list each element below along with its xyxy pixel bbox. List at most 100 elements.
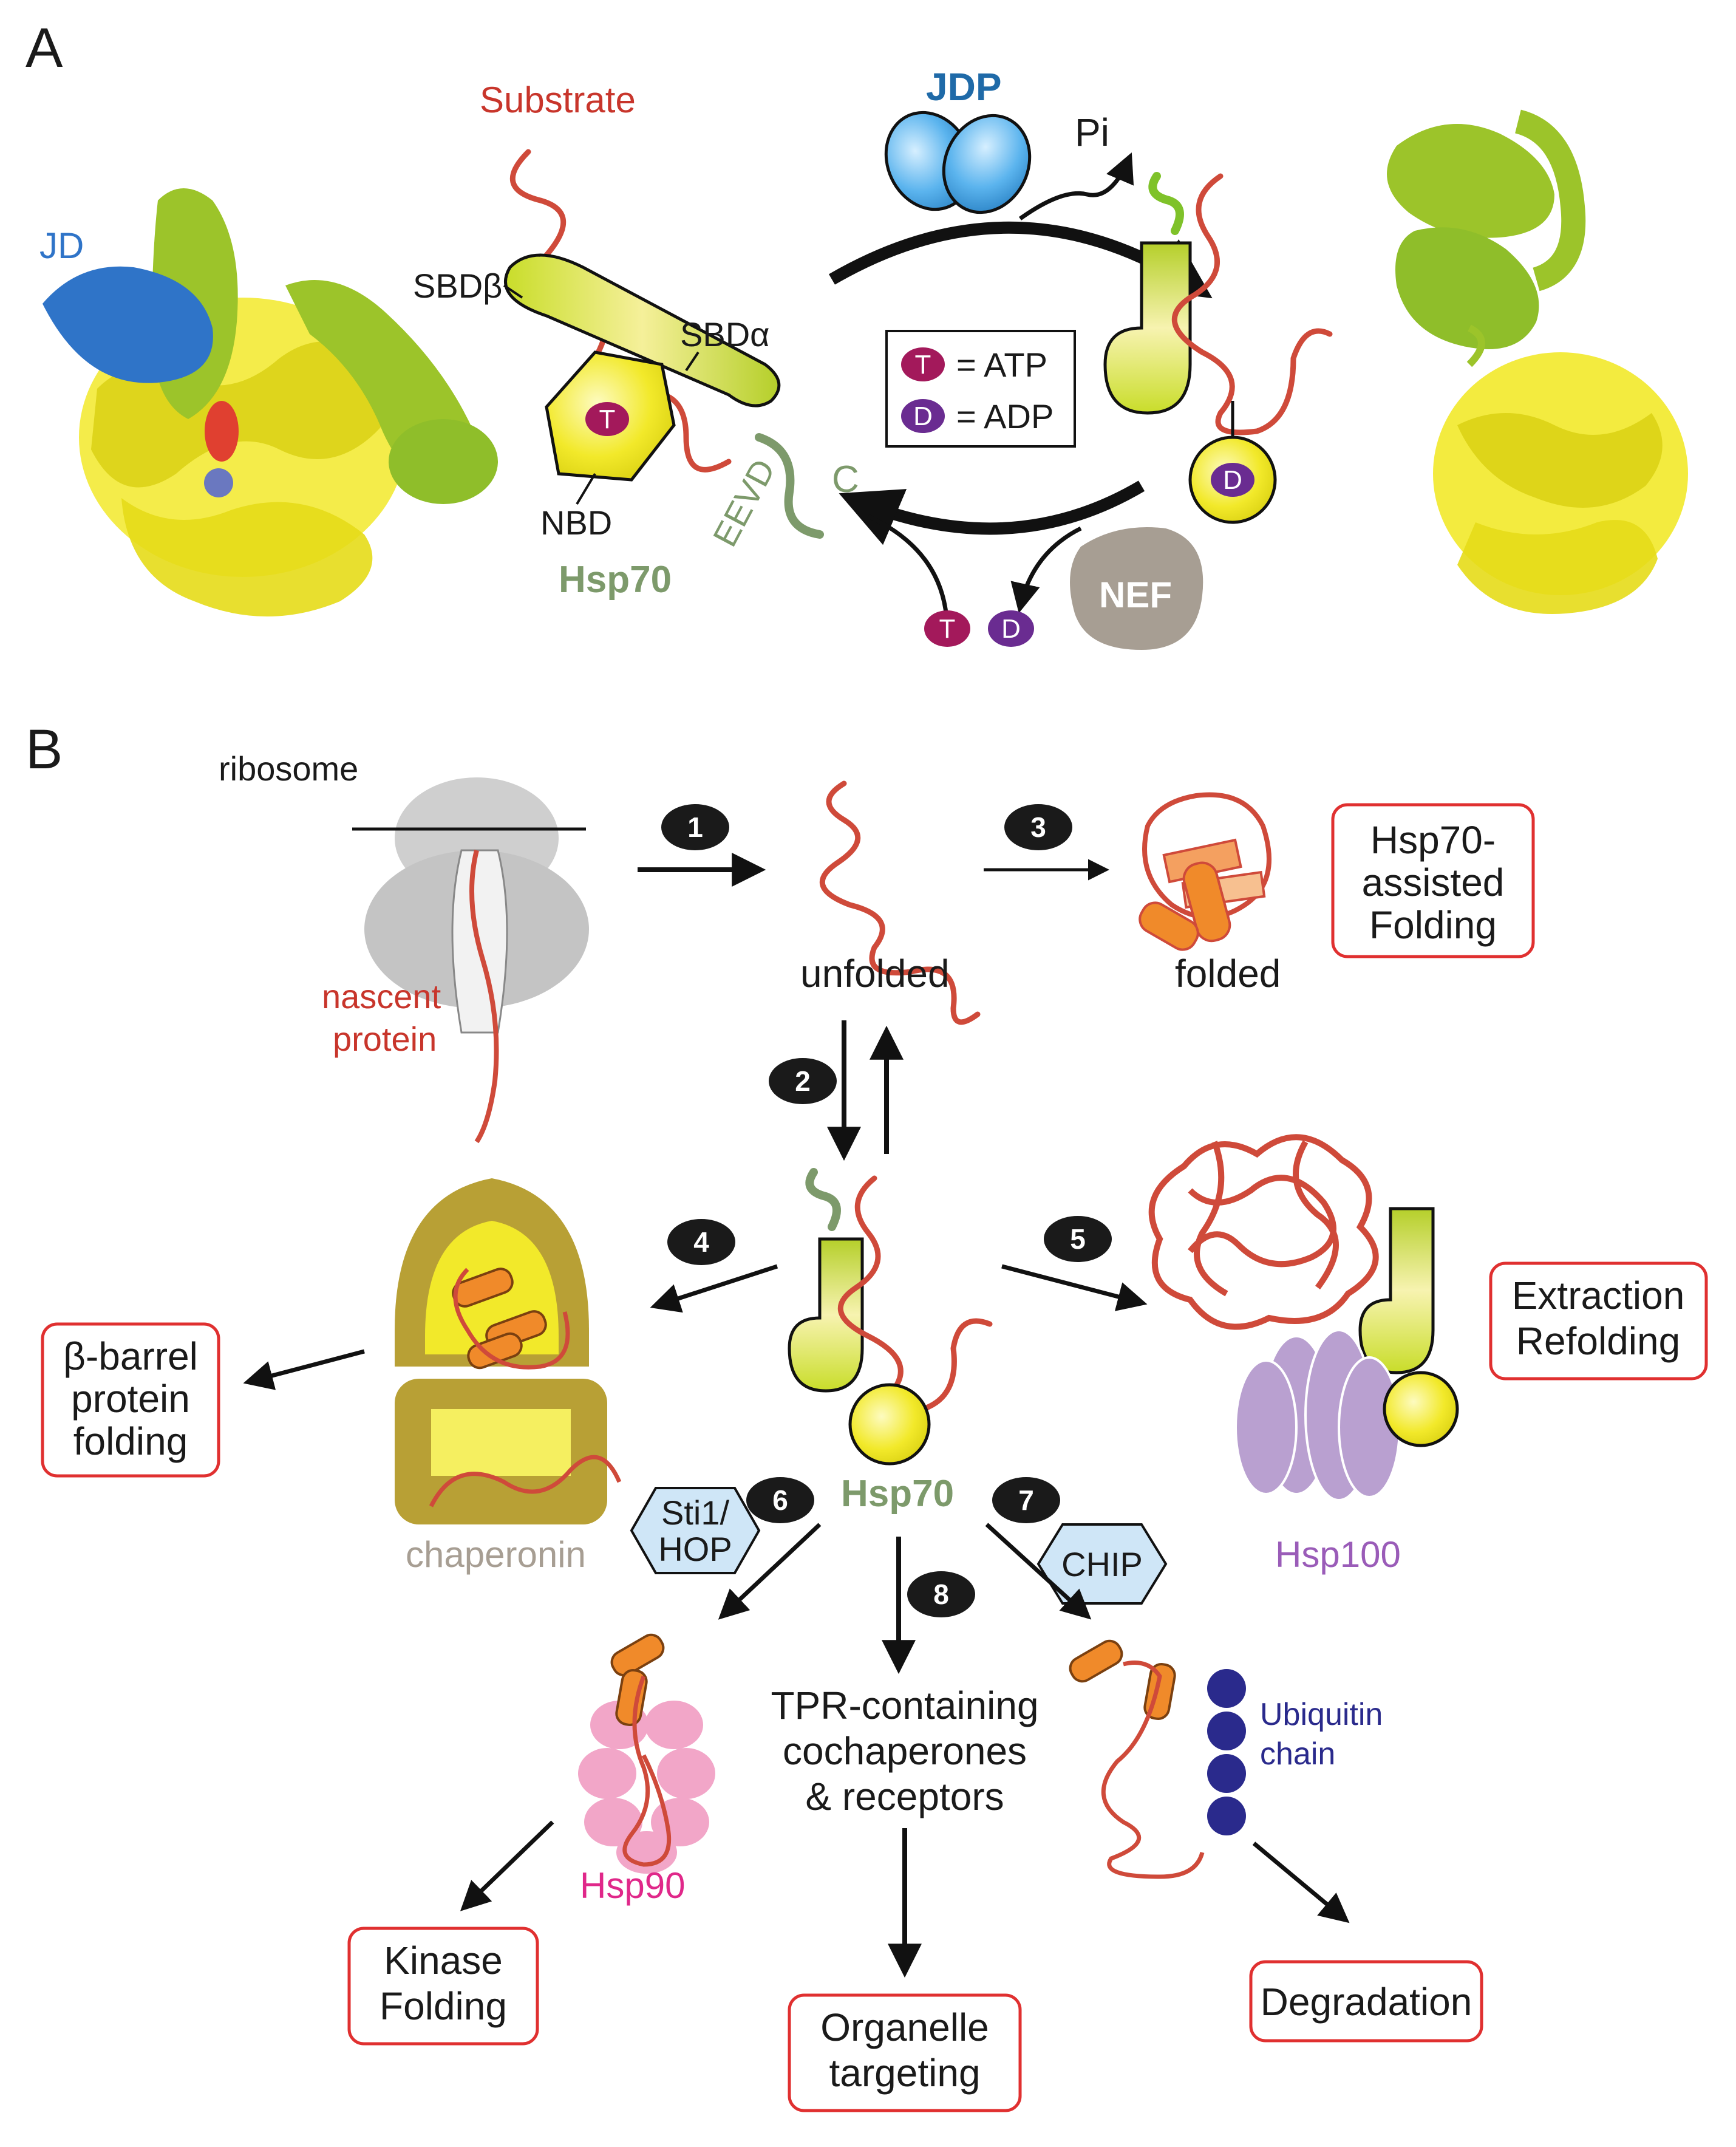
step-2-badge: 2 [769,1058,837,1104]
chaperonin-label: chaperonin [406,1534,586,1575]
svg-text:Hsp70-: Hsp70- [1370,818,1496,862]
svg-text:T: T [939,614,956,644]
sti1-hop-hexagon: Sti1/ HOP [630,1487,761,1574]
arrow-to-degradation [1252,1842,1350,1923]
step-3-badge: 3 [1004,804,1072,850]
legend-atp: = ATP [956,346,1047,384]
jdp-label: JDP [926,65,1002,109]
outcome-box-organelle-targeting: Organelle targeting [788,1993,1022,2112]
svg-text:folding: folding [73,1419,188,1463]
svg-text:3: 3 [1030,811,1046,843]
legend-adp: = ADP [956,397,1054,435]
nef: NEF [1070,527,1203,650]
svg-text:D: D [1001,614,1021,644]
panel-label-b: B [26,719,63,780]
hsp90-complex [578,1633,715,1874]
svg-text:5: 5 [1070,1223,1086,1255]
ribosome [352,777,589,1144]
svg-text:Extraction: Extraction [1512,1274,1685,1317]
step-1-badge: 1 [661,804,729,850]
nbd-label: NBD [540,503,612,542]
chip-label: CHIP [1061,1545,1143,1583]
unfolded-label: unfolded [800,952,950,995]
svg-text:6: 6 [772,1484,788,1516]
hop-label: HOP [658,1530,732,1568]
folded-label: folded [1175,952,1281,995]
atp-symbol-nbd: T [599,404,616,434]
sbd-alpha-label: SBDα [680,315,770,353]
arrow-step-4 [650,1264,778,1313]
step-8-badge: 8 [907,1571,975,1617]
nef-label: NEF [1099,575,1172,615]
pi-label: Pi [1075,111,1109,154]
nascent-label: nascent [322,977,441,1015]
arrow-step-7 [985,1523,1092,1620]
svg-text:D: D [1223,465,1242,495]
svg-text:Kinase: Kinase [384,1939,503,1982]
sbd-beta-label: SBDβ [413,267,502,305]
svg-text:1: 1 [687,811,703,843]
ubiquitin-label: Ubiquitin [1260,1697,1383,1732]
tpr-line-1: TPR-containing [771,1684,1038,1727]
hsp90-label: Hsp90 [580,1865,685,1906]
svg-text:2: 2 [795,1065,811,1097]
svg-text:assisted: assisted [1362,861,1505,904]
svg-text:Folding: Folding [380,1984,507,2028]
pi-release-arrow [1018,152,1134,220]
arrow-to-barrel [243,1349,365,1390]
ubiquitinated-substrate [1069,1639,1246,1879]
substrate-label: Substrate [480,80,636,120]
aggregate-hsp100 [1148,1134,1459,1501]
outcome-box-beta-barrel: β-barrel protein folding [41,1322,220,1478]
svg-text:Degradation: Degradation [1261,1980,1472,2024]
hsp70-label-b: Hsp70 [841,1473,954,1515]
hsp70-substrate-complex [788,1168,993,1466]
step-5-badge: 5 [1044,1216,1112,1262]
svg-text:targeting: targeting [829,2051,980,2095]
hsp70-closed-crystal-structure [1387,109,1688,614]
hsp70-atp-state: Substrate T SBDβ SBDα NBD EEVD C Hsp70 [413,80,859,601]
tpr-line-3: & receptors [805,1775,1004,1818]
folded-protein [1139,792,1271,951]
outcome-box-assisted-folding: Hsp70- assisted Folding [1331,803,1535,958]
unfolded-substrate [819,780,981,1025]
step-6-badge: 6 [746,1477,814,1523]
svg-text:protein: protein [71,1377,190,1421]
arrow-to-kinase [460,1820,554,1911]
svg-text:7: 7 [1018,1484,1034,1516]
chain-label: chain [1260,1736,1335,1772]
jdp: JDP [884,65,1032,214]
hsp70-jd-crystal-structure: JD [39,188,498,616]
svg-text:D: D [913,401,933,431]
svg-text:T: T [915,350,931,380]
hsp70-label-a: Hsp70 [559,559,672,601]
hsp100-label: Hsp100 [1275,1534,1401,1575]
step-4-badge: 4 [667,1219,735,1265]
panel-label-a: A [26,17,63,79]
sti1-label: Sti1/ [661,1493,729,1532]
atp-molecule-in: T [924,610,970,647]
arrow-step-5 [1001,1264,1148,1311]
outcome-box-degradation: Degradation [1249,1960,1483,2043]
chaperonin [395,1178,622,1524]
protein-label: protein [333,1020,437,1058]
svg-text:β-barrel: β-barrel [63,1334,198,1378]
chip-hexagon: CHIP [1036,1523,1168,1605]
cycle-arrow-bottom [839,480,1145,545]
adp-out-arrow [1010,526,1082,613]
outcome-box-extraction-refolding: Extraction Refolding [1489,1261,1708,1381]
jd-label: JD [39,225,84,266]
svg-text:8: 8 [933,1579,949,1610]
svg-text:Organelle: Organelle [820,2005,989,2049]
eevd-tail [755,433,824,539]
tpr-line-2: cochaperones [783,1729,1027,1773]
nucleotide-legend: T = ATP D = ADP [885,330,1076,448]
ribosome-label: ribosome [219,749,358,788]
svg-text:Folding: Folding [1369,903,1497,947]
adp-molecule-out: D [988,610,1034,647]
svg-text:4: 4 [693,1226,709,1258]
svg-text:Refolding: Refolding [1516,1319,1680,1363]
outcome-box-kinase-folding: Kinase Folding [347,1927,539,2046]
hsp70-adp-state: D [1103,172,1333,524]
